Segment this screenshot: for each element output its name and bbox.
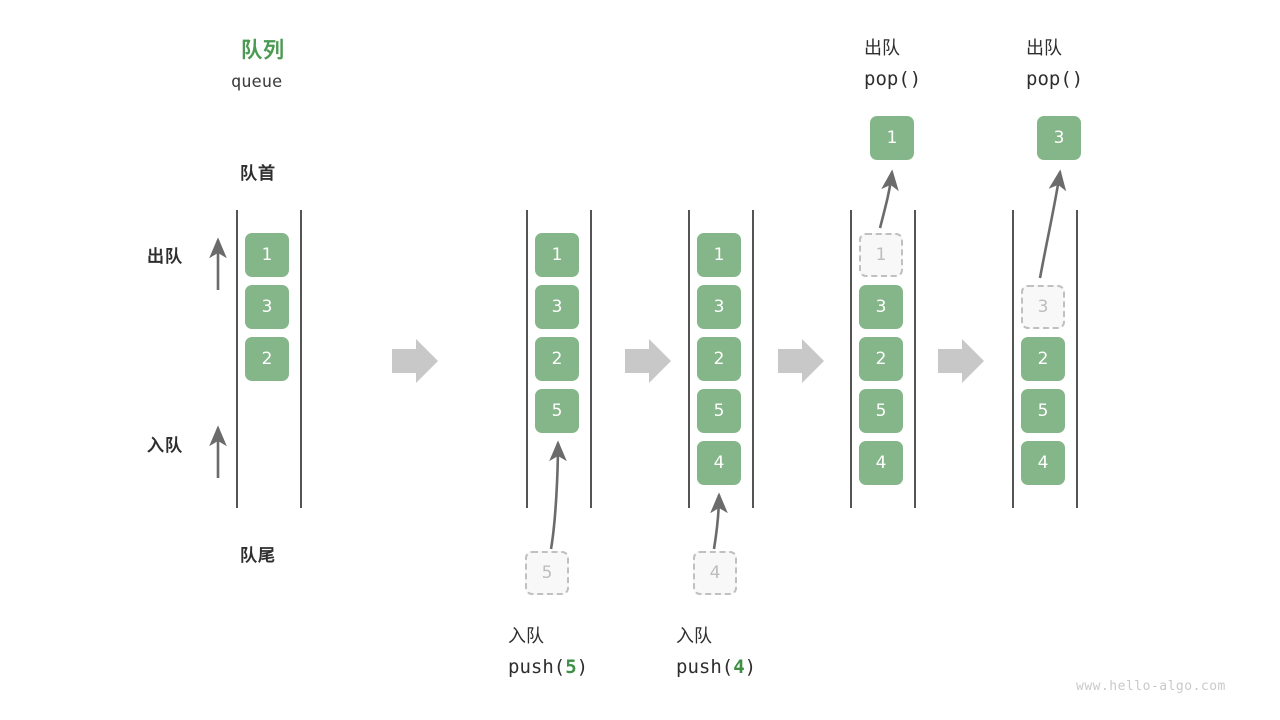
queue-cell: 4 bbox=[859, 441, 903, 485]
incoming-element-5: 5 bbox=[525, 551, 569, 595]
queue-cell: 3 bbox=[859, 285, 903, 329]
queue-rail-right bbox=[300, 210, 302, 508]
queue-cell: 1 bbox=[245, 233, 289, 277]
op-code-push-4: push(4) bbox=[676, 656, 756, 678]
op-code-prefix: push( bbox=[676, 656, 734, 678]
step-arrow-2 bbox=[625, 339, 671, 383]
incoming-element-4: 4 bbox=[693, 551, 737, 595]
op-code-suffix: ) bbox=[909, 68, 922, 90]
queue-rail-left bbox=[1012, 210, 1014, 508]
front-label: 队首 bbox=[240, 164, 276, 184]
queue-cell: 2 bbox=[859, 337, 903, 381]
queue-cell: 5 bbox=[697, 389, 741, 433]
queue-cell: 4 bbox=[697, 441, 741, 485]
op-code-arg: 4 bbox=[733, 656, 745, 678]
queue-cell-removed: 3 bbox=[1021, 285, 1065, 329]
op-label-cn-pop-3: 出队 bbox=[1026, 38, 1062, 59]
op-code-suffix: ) bbox=[1071, 68, 1084, 90]
watermark: www.hello-algo.com bbox=[1076, 679, 1226, 694]
diagram-title-en: queue bbox=[231, 72, 283, 92]
queue-rail-right bbox=[1076, 210, 1078, 508]
queue-cell: 1 bbox=[535, 233, 579, 277]
op-code-arg: 5 bbox=[565, 656, 577, 678]
queue-cell: 4 bbox=[1021, 441, 1065, 485]
queue-cell: 2 bbox=[245, 337, 289, 381]
op-code-prefix: push( bbox=[508, 656, 566, 678]
queue-column-initial: 1 3 2 bbox=[236, 210, 302, 508]
op-code-prefix: pop( bbox=[1026, 68, 1072, 90]
queue-cell: 5 bbox=[535, 389, 579, 433]
queue-column-push-4: 1 3 2 5 4 bbox=[688, 210, 754, 508]
queue-rail-left bbox=[850, 210, 852, 508]
queue-column-pop-3: 3 2 5 4 bbox=[1012, 210, 1078, 508]
queue-cell: 5 bbox=[1021, 389, 1065, 433]
op-label-cn-pop-1: 出队 bbox=[864, 38, 900, 59]
op-code-suffix: ) bbox=[576, 656, 589, 678]
queue-cell: 5 bbox=[859, 389, 903, 433]
diagram-title-cn: 队列 bbox=[241, 38, 285, 62]
queue-cell: 1 bbox=[697, 233, 741, 277]
queue-column-pop-1: 1 3 2 5 4 bbox=[850, 210, 916, 508]
queue-rail-right bbox=[752, 210, 754, 508]
enqueue-direction-label: 入队 bbox=[147, 436, 183, 456]
popped-element-1: 1 bbox=[870, 116, 914, 160]
step-arrow-3 bbox=[778, 339, 824, 383]
queue-rail-right bbox=[914, 210, 916, 508]
rear-label: 队尾 bbox=[240, 546, 276, 566]
queue-cell: 2 bbox=[1021, 337, 1065, 381]
dequeue-direction-label: 出队 bbox=[147, 247, 183, 267]
popped-element-3: 3 bbox=[1037, 116, 1081, 160]
op-code-suffix: ) bbox=[744, 656, 757, 678]
queue-cell: 3 bbox=[245, 285, 289, 329]
op-label-cn-push-5: 入队 bbox=[508, 626, 544, 647]
step-arrow-4 bbox=[938, 339, 984, 383]
queue-cell: 2 bbox=[697, 337, 741, 381]
queue-column-push-5: 1 3 2 5 bbox=[526, 210, 592, 508]
queue-cell: 3 bbox=[535, 285, 579, 329]
queue-rail-left bbox=[236, 210, 238, 508]
queue-rail-left bbox=[526, 210, 528, 508]
op-code-pop-3: pop() bbox=[1026, 68, 1083, 90]
step-arrow-1 bbox=[392, 339, 438, 383]
queue-cell-removed: 1 bbox=[859, 233, 903, 277]
op-code-pop-1: pop() bbox=[864, 68, 921, 90]
queue-cell: 3 bbox=[697, 285, 741, 329]
queue-rail-right bbox=[590, 210, 592, 508]
queue-cell: 2 bbox=[535, 337, 579, 381]
op-code-push-5: push(5) bbox=[508, 656, 588, 678]
op-code-prefix: pop( bbox=[864, 68, 910, 90]
queue-rail-left bbox=[688, 210, 690, 508]
op-label-cn-push-4: 入队 bbox=[676, 626, 712, 647]
